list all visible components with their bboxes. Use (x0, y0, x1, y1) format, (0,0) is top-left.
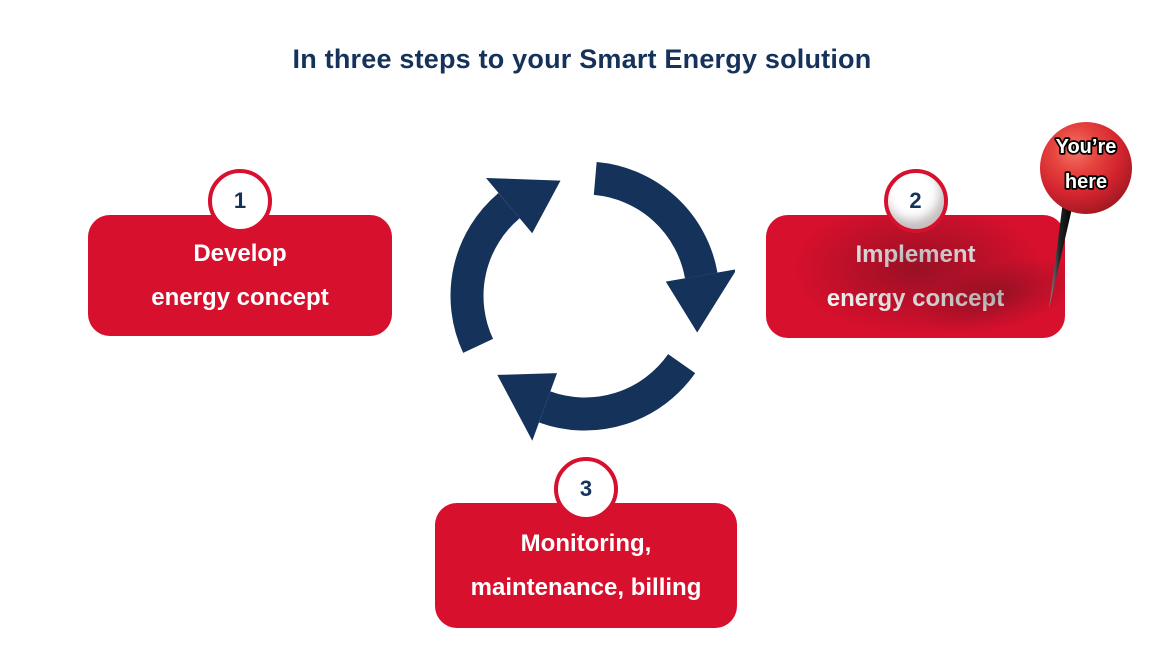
step-2-label: Implement energy concept (766, 215, 1065, 338)
step-3-number: 3 (579, 476, 593, 501)
step-2-number: 2 (909, 188, 922, 213)
pin-label-line1: You’re (1056, 136, 1117, 158)
pin-ball-icon (1040, 122, 1132, 214)
step-1-background (88, 215, 392, 336)
step-3-box: Monitoring, maintenance, billing 3 (435, 457, 737, 628)
step-3-line1: Monitoring, (520, 529, 652, 557)
step-1-label: Develop energy concept (88, 215, 392, 336)
step-1-box: Develop energy concept 1 (88, 169, 392, 336)
cycle-arrows-icon (435, 146, 735, 446)
step-1-line2: energy concept (151, 283, 329, 311)
step-2-line1: Implement (855, 240, 976, 268)
step-2-number-badge: 2 (883, 169, 948, 233)
slide-title: In three steps to your Smart Energy solu… (292, 44, 872, 74)
youre-here-pin: You’re here (1020, 116, 1164, 336)
pin-needle-icon (1049, 201, 1073, 309)
pin-label-line2: here (1065, 171, 1107, 193)
step-1-number-badge: 1 (208, 169, 272, 233)
step-3-line2: maintenance, billing (470, 573, 702, 601)
step-1-line1: Develop (193, 239, 287, 267)
step-3-background (435, 503, 737, 628)
step-1-number: 1 (233, 188, 247, 213)
step-3-label: Monitoring, maintenance, billing (435, 503, 737, 628)
step-2-background (766, 215, 1065, 338)
step-2-line2: energy concept (826, 284, 1005, 312)
step-3-number-badge: 3 (554, 457, 618, 521)
